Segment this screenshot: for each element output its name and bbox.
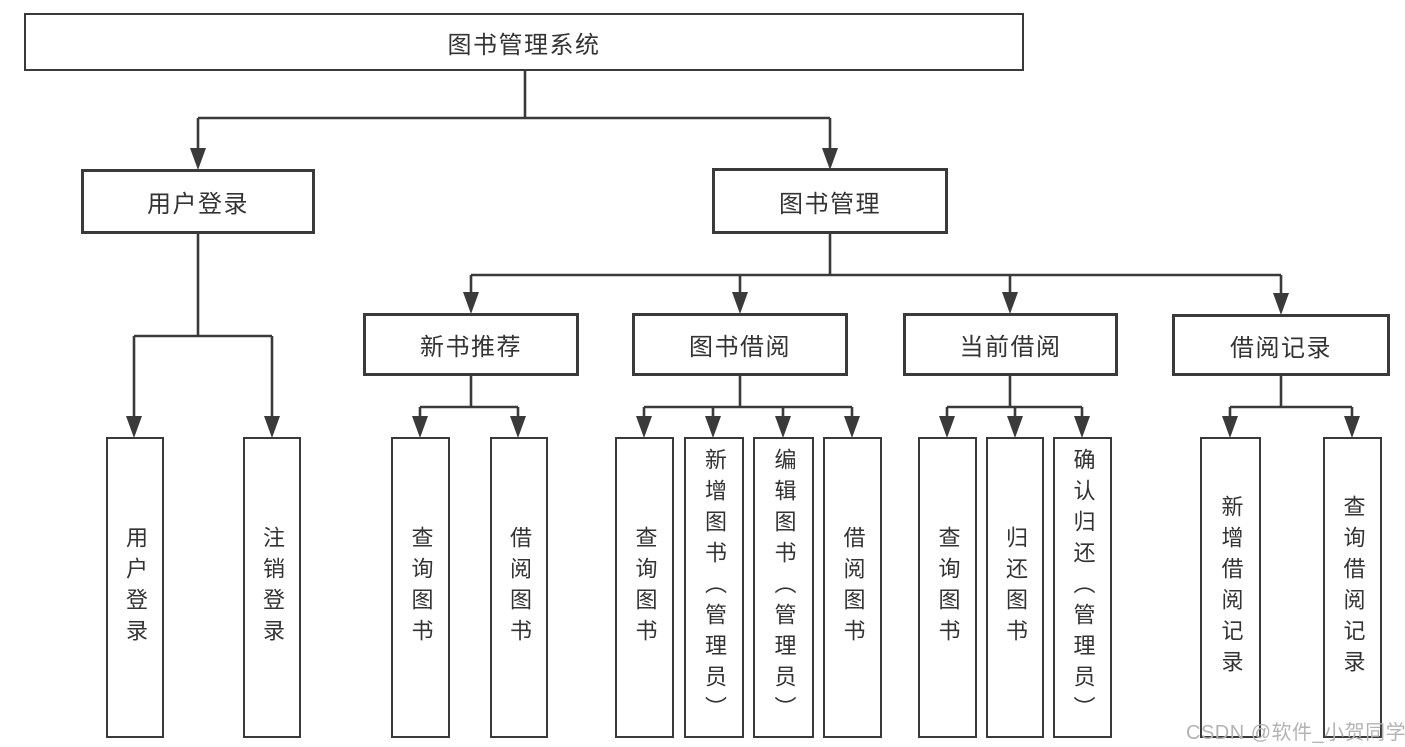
arrow-down-icon xyxy=(775,416,791,438)
node-user-login-label: 用户登录 xyxy=(147,191,249,218)
arrow-down-icon xyxy=(822,148,838,170)
arrow-down-icon xyxy=(1273,293,1289,315)
leaf-newrec-borrow-book-label: 借阅图书 xyxy=(507,525,532,650)
leaf-user-login: 用户登录 xyxy=(106,437,164,738)
arrow-down-icon xyxy=(463,292,479,314)
csdn-watermark: CSDN @软件_小贺同学 xyxy=(1186,722,1405,744)
leaf-current-return-book: 归还图书 xyxy=(986,437,1044,738)
node-current-borrow: 当前借阅 xyxy=(903,313,1118,376)
arrow-down-icon xyxy=(844,416,860,438)
leaf-borrow-add-book-admin-label: 新增图书（管理员） xyxy=(702,448,727,727)
arrow-down-icon xyxy=(412,416,428,438)
node-book-borrow: 图书借阅 xyxy=(632,313,848,376)
leaf-logout: 注销登录 xyxy=(243,437,301,738)
leaf-current-confirm-return-admin-label: 确认归还（管理员） xyxy=(1070,448,1096,727)
leaf-borrow-borrow-book-label: 借阅图书 xyxy=(840,525,866,650)
node-user-login: 用户登录 xyxy=(81,169,315,234)
node-borrow-record-label: 借阅记录 xyxy=(1230,334,1332,362)
node-borrow-record: 借阅记录 xyxy=(1172,314,1390,376)
arrow-down-icon xyxy=(190,148,206,170)
arrow-down-icon xyxy=(1222,416,1238,438)
arrow-down-icon xyxy=(1007,416,1023,438)
leaf-record-query-record-label: 查询借阅记录 xyxy=(1340,494,1366,681)
leaf-current-return-book-label: 归还图书 xyxy=(1003,525,1028,650)
node-book-management: 图书管理 xyxy=(712,168,948,234)
arrow-down-icon xyxy=(264,416,280,438)
leaf-borrow-query-book: 查询图书 xyxy=(615,437,674,738)
leaf-borrow-edit-book-admin-label: 编辑图书（管理员） xyxy=(771,448,797,727)
arrow-down-icon xyxy=(1002,292,1018,314)
node-new-book-recommend: 新书推荐 xyxy=(363,313,579,376)
leaf-newrec-borrow-book: 借阅图书 xyxy=(490,437,548,738)
node-current-borrow-label: 当前借阅 xyxy=(959,334,1062,361)
leaf-logout-label: 注销登录 xyxy=(260,525,285,650)
node-book-management-label: 图书管理 xyxy=(779,190,881,218)
leaf-borrow-add-book-admin: 新增图书（管理员） xyxy=(684,437,744,738)
node-root: 图书管理系统 xyxy=(24,13,1024,71)
leaf-record-query-record: 查询借阅记录 xyxy=(1323,437,1382,738)
leaf-user-login-label: 用户登录 xyxy=(123,525,148,650)
arrow-down-icon xyxy=(1344,416,1360,438)
arrow-down-icon xyxy=(126,416,142,438)
leaf-record-add-record-label: 新增借阅记录 xyxy=(1218,494,1244,681)
leaf-borrow-borrow-book: 借阅图书 xyxy=(823,437,882,738)
tree-connectors xyxy=(132,70,1354,420)
leaf-borrow-query-book-label: 查询图书 xyxy=(632,525,658,650)
arrow-down-icon xyxy=(939,416,955,438)
arrow-down-icon xyxy=(510,416,526,438)
leaf-newrec-query-book: 查询图书 xyxy=(391,437,450,738)
arrow-down-icon xyxy=(1074,416,1090,438)
leaf-current-query-book: 查询图书 xyxy=(918,437,977,738)
node-root-label: 图书管理系统 xyxy=(447,31,601,59)
arrow-down-icon xyxy=(732,292,748,314)
leaf-current-query-book-label: 查询图书 xyxy=(935,525,961,650)
leaf-borrow-edit-book-admin: 编辑图书（管理员） xyxy=(753,437,814,738)
node-new-book-recommend-label: 新书推荐 xyxy=(420,334,522,361)
arrow-down-icon xyxy=(636,416,652,438)
node-book-borrow-label: 图书借阅 xyxy=(689,334,791,361)
leaf-record-add-record: 新增借阅记录 xyxy=(1200,437,1261,738)
leaf-current-confirm-return-admin: 确认归还（管理员） xyxy=(1053,437,1112,738)
leaf-newrec-query-book-label: 查询图书 xyxy=(408,525,434,650)
arrowhead-icons xyxy=(126,148,1360,438)
arrow-down-icon xyxy=(705,416,721,438)
